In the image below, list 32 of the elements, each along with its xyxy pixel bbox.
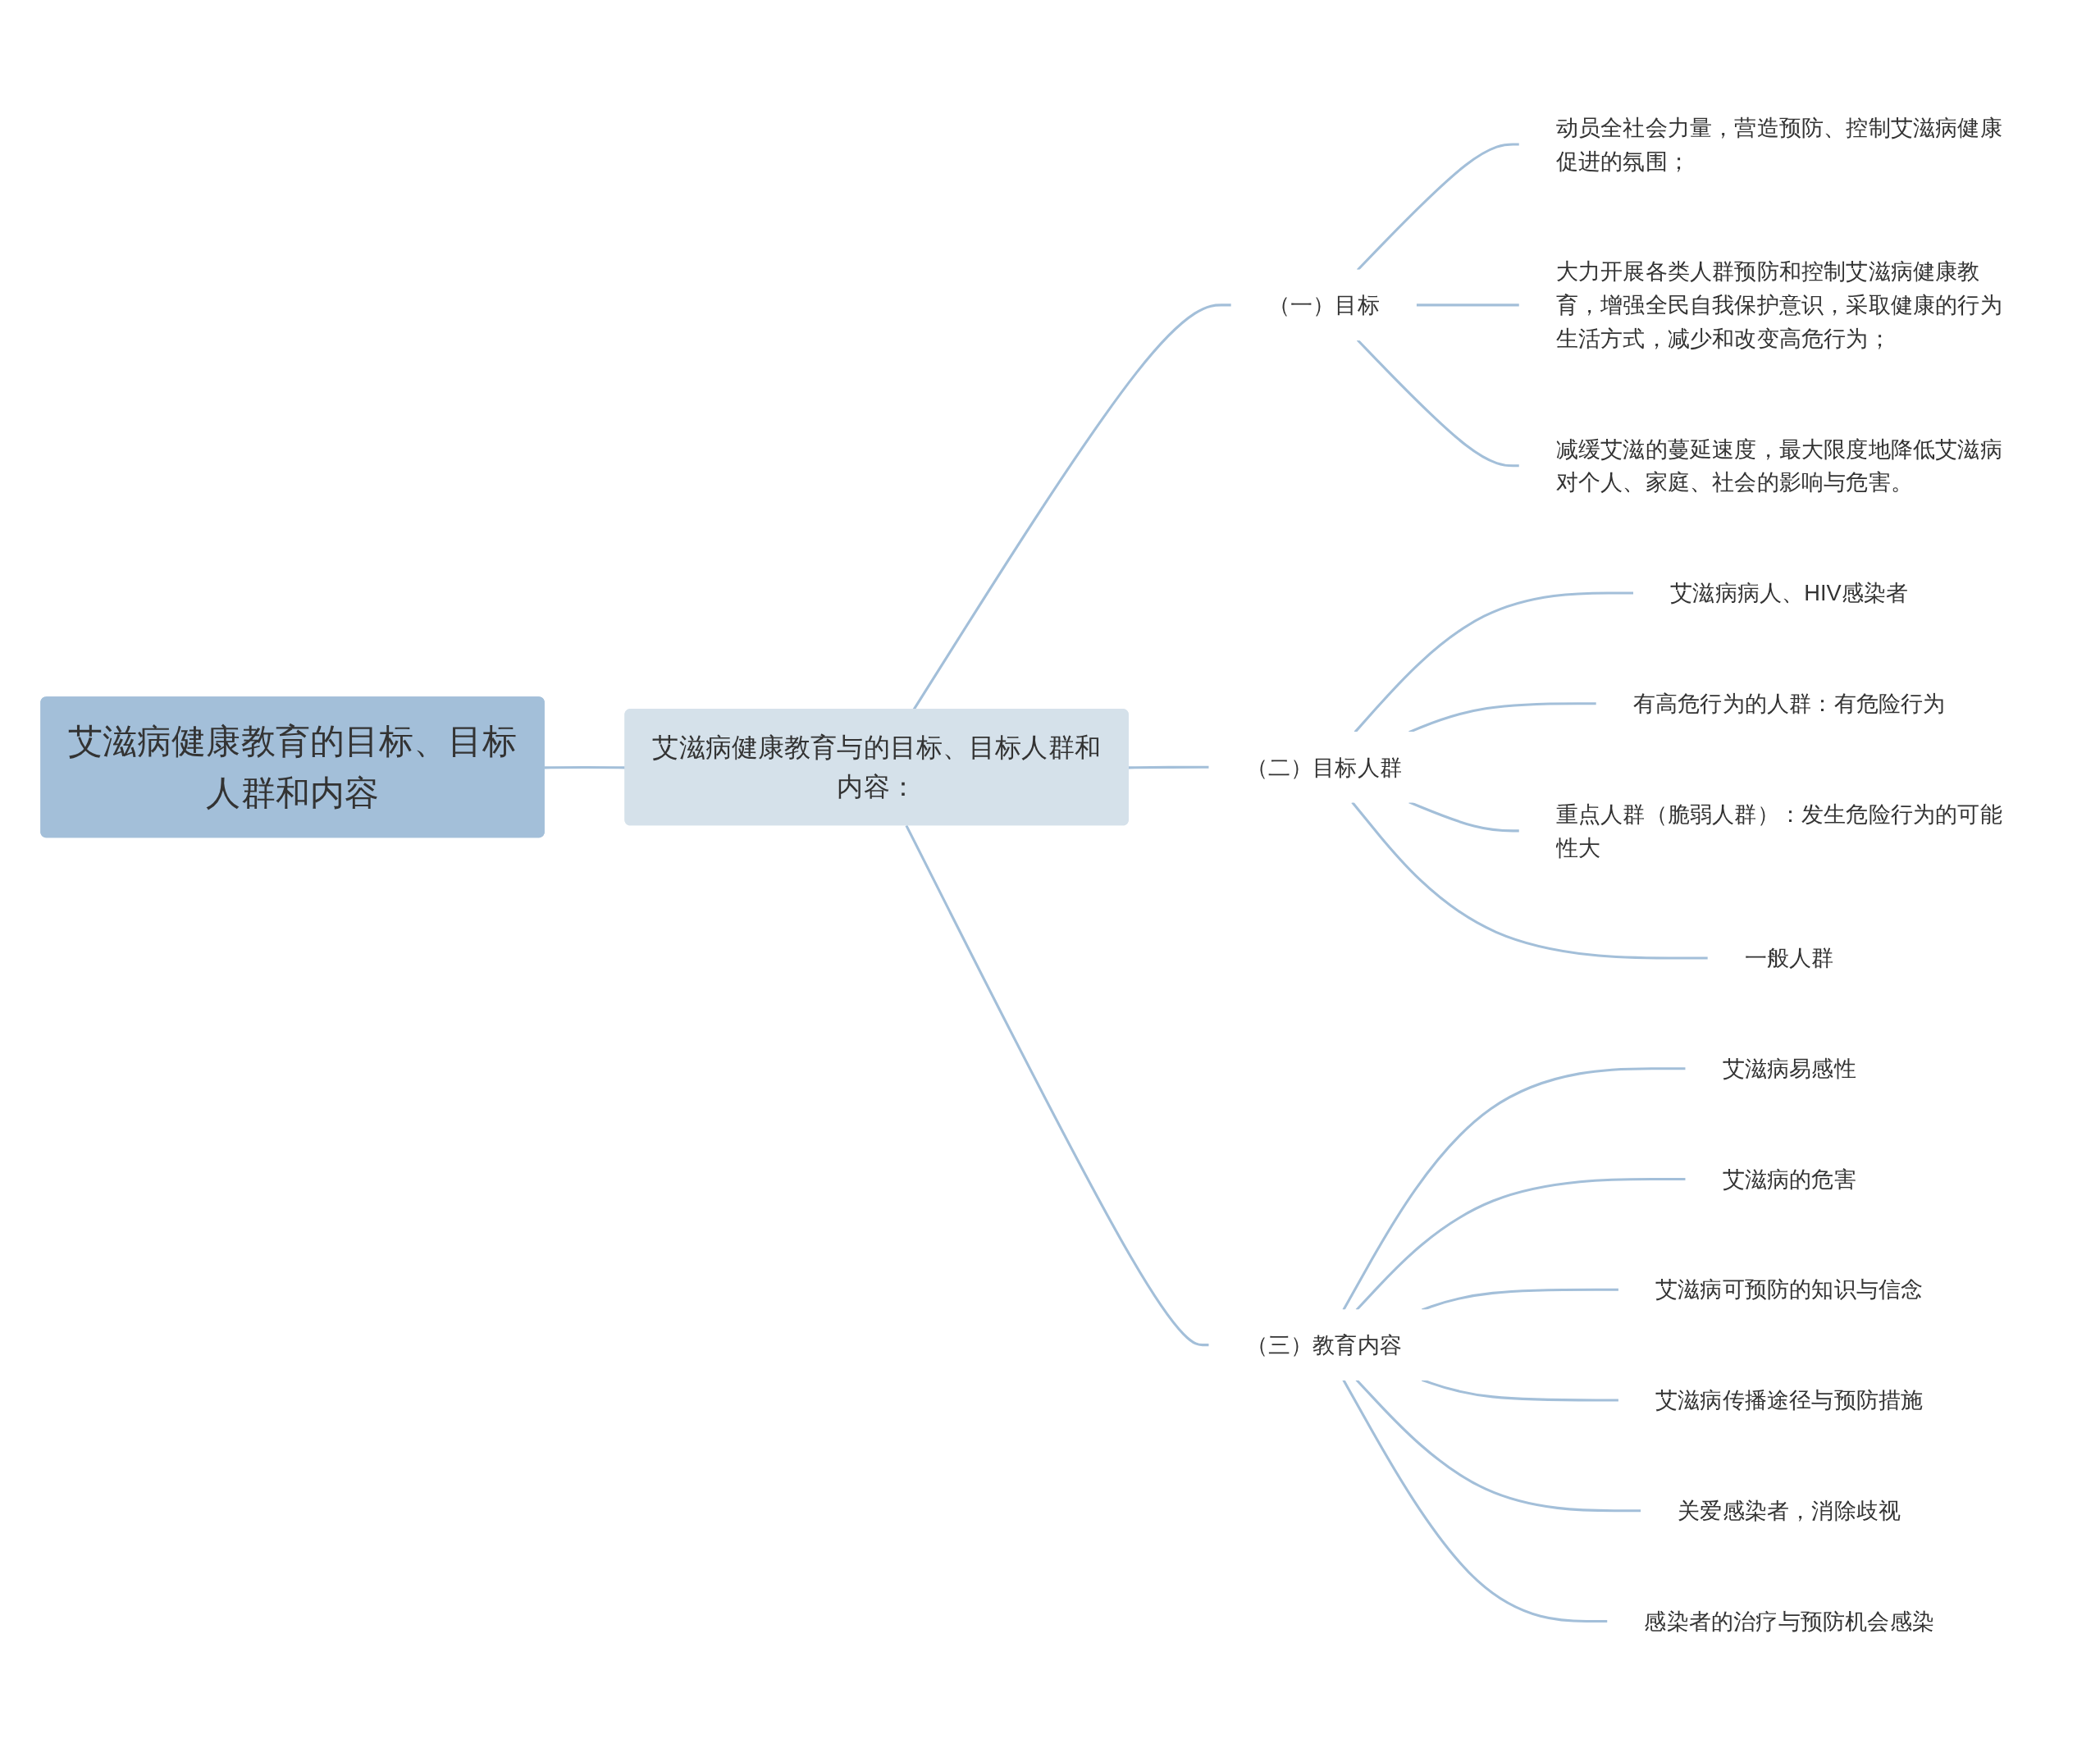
connector [1416,303,1520,306]
node-text: 艾滋病可预防的知识与信念 [1655,1276,1924,1303]
node-text: （一）目标 [1267,291,1380,317]
node-text: 艾滋病的危害 [1722,1166,1856,1192]
node-text: 感染者的治疗与预防机会感染 [1644,1608,1934,1634]
node-text: 艾滋病病人、HIV感染者 [1670,580,1909,605]
connector [1128,765,1210,769]
node-text: 有高危行为的人群：有危险行为 [1632,690,1946,716]
connector [1342,1066,1687,1311]
node-text: 重点人群（脆弱人群）：发生危险行为的可能性大 [1555,801,2002,860]
connector [905,824,1210,1346]
connector [1408,801,1520,832]
connector [544,765,626,769]
node-text: 大力开展各类人群预防和控制艾滋病健康教育，增强全民自我保护意识，采取健康的行为生活方式，减少和改变高危行为； [1555,258,2002,351]
node-text: 动员全社会力量，营造预防、控制艾滋病健康促进的氛围； [1555,114,2002,174]
connector [1355,1378,1641,1512]
node-text: 艾滋病传播途径与预防措施 [1655,1387,1924,1413]
node-text: 减缓艾滋的蔓延速度，最大限度地降低艾滋病对个人、家庭、社会的影响与危害。 [1555,436,2002,495]
connector [1408,701,1597,733]
connector [1422,1288,1619,1311]
connector [1356,142,1520,271]
node-text: （二）目标人群 [1245,754,1402,780]
connector [1422,1378,1619,1401]
node-text: 关爱感染者，消除歧视 [1678,1497,1901,1523]
connector [912,303,1232,710]
connector [1351,801,1709,960]
node-text: 一般人群 [1744,945,1834,970]
connector [1342,1379,1608,1622]
node-text: （三）教育内容 [1245,1331,1402,1358]
connector [1354,591,1634,733]
connector [1355,1177,1687,1311]
node-text: 艾滋病易感性 [1722,1055,1856,1081]
